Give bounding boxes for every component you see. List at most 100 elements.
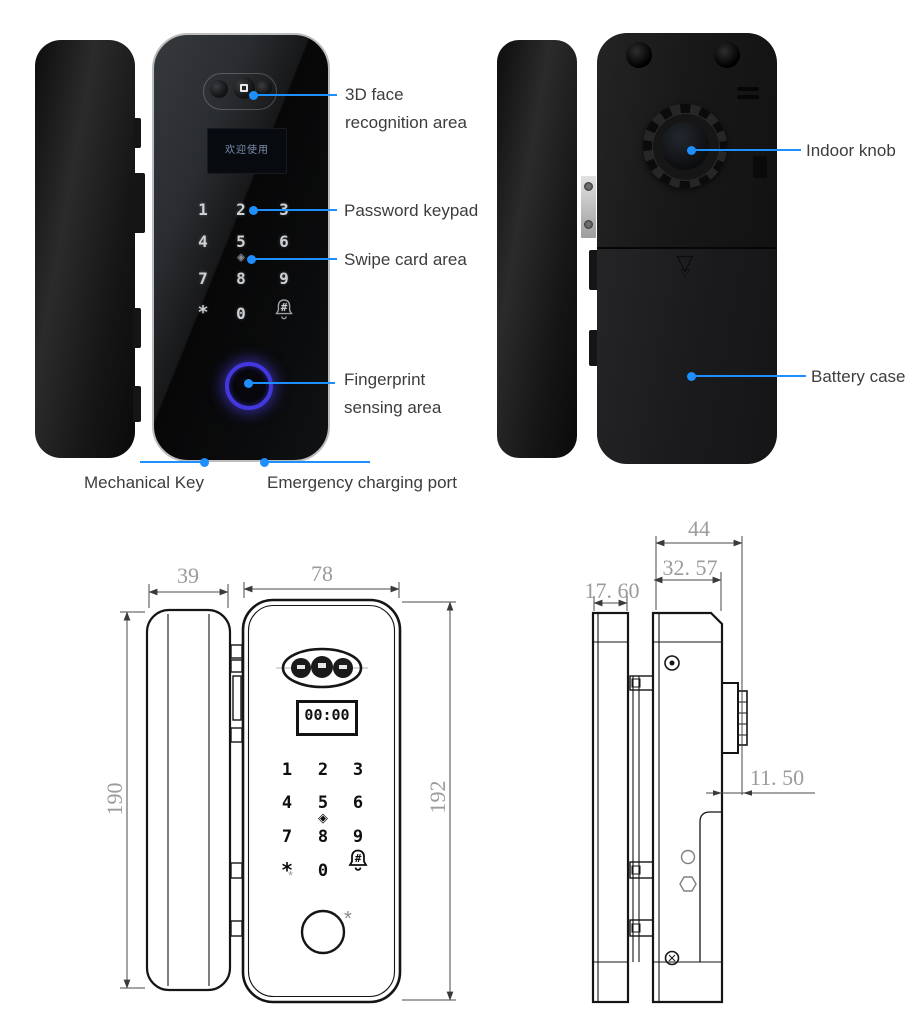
callout-line-mechanical-key: [140, 461, 204, 463]
dimension-drawing: [120, 536, 815, 1004]
key-1: 1: [198, 200, 208, 219]
dim-rail-width: 39: [177, 563, 199, 588]
label-face-line1: 3D face: [345, 85, 404, 104]
rail-tab: [133, 308, 141, 348]
drawing-fingerprint-asterisk: *: [344, 908, 352, 930]
callout-line-charging-port: [268, 461, 370, 463]
drawing-side-knob: [722, 682, 748, 754]
label-fingerprint-line2: sensing area: [344, 398, 442, 417]
callout-line-battery-case: [695, 375, 806, 377]
drawing-camera-area: [276, 647, 368, 689]
dim-side-total-width: 44: [688, 516, 710, 541]
drawing-key-5: 5: [317, 793, 329, 813]
drawing-front-rail: [145, 608, 232, 992]
dim-knob-protrusion: 11. 50: [749, 765, 805, 790]
bracket-screw-icon: [584, 220, 593, 229]
drawing-clock-display: 00:00: [296, 700, 358, 736]
callout-dot-fingerprint: [244, 379, 253, 388]
battery-slide-arrow-icon: ▽ ▽: [666, 250, 704, 280]
screw-hole: [626, 42, 652, 68]
drawing-key-6: 6: [352, 793, 364, 813]
side-latch: [753, 156, 767, 178]
bell-icon: #: [272, 297, 296, 325]
rail-tab: [133, 386, 141, 422]
dim-body-width: 78: [311, 561, 333, 586]
drawing-fingerprint-circle: [300, 909, 346, 955]
camera-lens-icon: [210, 80, 228, 98]
indoor-knob-cap: [661, 122, 709, 170]
back-mount-rail-photo: [497, 40, 577, 458]
key-8: 8: [236, 269, 246, 288]
drawing-key-2: 2: [317, 760, 329, 780]
callout-dot-keypad: [249, 206, 258, 215]
fingerprint-sensor: [225, 362, 273, 410]
dimension-lines: [120, 536, 815, 1001]
label-charging-port: Emergency charging port: [267, 473, 457, 492]
key-9: 9: [279, 269, 289, 288]
callout-dot-mechanical-key: [200, 458, 209, 467]
drawing-side-view: [591, 611, 724, 1004]
front-mount-rail-photo: [35, 40, 135, 458]
key-hash: #: [280, 301, 288, 314]
dim-body-height: 192: [425, 780, 450, 814]
callout-line-face: [257, 94, 337, 96]
rail-tab: [133, 118, 141, 148]
drawing-key-star: *: [280, 858, 294, 882]
drawing-key-3: 3: [352, 760, 364, 780]
callout-dot-charging-port: [260, 458, 269, 467]
welcome-screen: 欢迎使用: [207, 128, 287, 174]
rail-tab: [589, 250, 599, 290]
dim-rail-height: 190: [102, 782, 127, 816]
dim-side-glass-width: 17. 60: [584, 578, 640, 603]
drawing-key-1: 1: [281, 760, 293, 780]
label-fingerprint-line1: Fingerprint: [344, 370, 426, 389]
callout-dot-face: [249, 91, 258, 100]
speaker-slot: [737, 95, 759, 99]
bracket-screw-icon: [584, 182, 593, 191]
drawing-key-4: 4: [281, 793, 293, 813]
triangle-icon-small: ▽: [680, 266, 690, 280]
camera-lens-icon: [256, 80, 272, 96]
clock-text: 00:00: [304, 706, 350, 724]
callout-dot-battery-case: [687, 372, 696, 381]
key-6: 6: [279, 232, 289, 251]
key-5: 5: [236, 232, 246, 251]
key-7: 7: [198, 269, 208, 288]
callout-line-indoor-knob: [695, 149, 801, 151]
label-password-keypad: Password keypad: [344, 201, 479, 220]
callout-line-fingerprint: [252, 382, 335, 384]
rail-tab: [589, 330, 599, 366]
label-battery-case: Battery case: [811, 367, 906, 386]
key-0: 0: [236, 304, 246, 323]
label-mechanical-key: Mechanical Key: [84, 473, 205, 492]
callout-dot-indoor-knob: [687, 146, 696, 155]
swipe-card-icon: ◈: [237, 250, 245, 265]
key-4: 4: [198, 232, 208, 251]
key-2: 2: [236, 200, 246, 219]
drawing-front-body: [241, 598, 402, 1004]
drawing-star-echo: *: [288, 868, 294, 883]
callout-dot-card: [247, 255, 256, 264]
drawing-key-8: 8: [317, 827, 329, 847]
label-indoor-knob: Indoor knob: [806, 141, 896, 160]
callout-line-keypad: [257, 209, 337, 211]
speaker-slot: [737, 87, 759, 91]
drawing-key-9: 9: [352, 827, 364, 847]
drawing-key-hash: #: [354, 852, 362, 865]
screw-hole: [714, 42, 740, 68]
drawing-hinge-tabs: [230, 644, 243, 937]
triangle-icon: ▽: [676, 250, 694, 275]
drawing-bell-icon: #: [346, 848, 370, 876]
callout-line-card: [255, 258, 337, 260]
battery-case: [597, 247, 777, 464]
drawing-key-0: 0: [317, 861, 329, 881]
drawing-swipe-card-icon: ◈: [318, 810, 328, 825]
label-face-line2: recognition area: [345, 113, 467, 132]
drawing-key-7: 7: [281, 827, 293, 847]
drawing-screw-details: [664, 655, 697, 966]
dim-side-body-width: 32. 57: [662, 555, 718, 580]
label-swipe-card: Swipe card area: [344, 250, 467, 269]
key-star: *: [197, 302, 209, 323]
camera-window: [203, 73, 277, 110]
